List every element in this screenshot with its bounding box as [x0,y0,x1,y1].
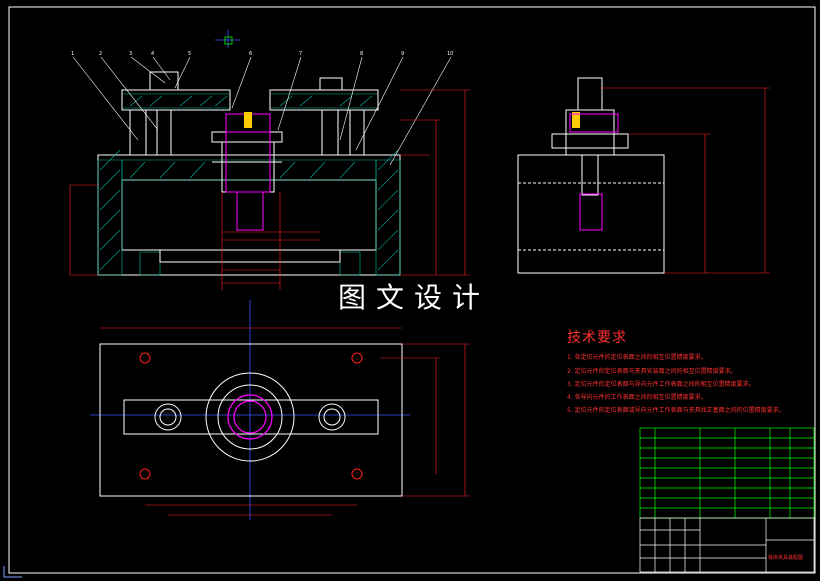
leader-lines [72,56,452,166]
center-lines [90,30,410,520]
balloon-4: 4 [151,51,154,57]
balloon-10: 10 [447,51,453,57]
balloon-7: 7 [299,51,302,57]
tech-note-3: 3. 定位元件的定位表面与导向元件工作表面之间的相互位置精度要求。 [567,381,755,388]
drawing-title-name: 铣床夹具装配图 [768,555,804,561]
balloon-9: 9 [401,51,404,57]
top-view [99,343,403,497]
tech-note-1: 1. 各定位元件的定位表面之间的相互位置精度要求。 [567,354,707,361]
tech-note-4: 4. 各导向元件的工作表面之间的相互位置精度要求。 [567,394,707,401]
drawing-border [8,6,816,574]
side-view [517,77,665,274]
balloon-2: 2 [99,51,102,57]
balloon-1: 1 [71,51,74,57]
side-view-magenta [569,113,619,231]
tech-note-5: 5. 定位元件的定位表面或导向元件工作表面与夹具找正基面之间的位置精度要求。 [567,407,785,414]
side-dimensions [600,87,770,274]
balloon-6: 6 [249,51,252,57]
balloon-labels: 1 2 3 4 5 6 7 8 9 10 [71,51,453,57]
top-view-magenta [227,394,273,440]
front-section-view [97,71,401,276]
front-view-magenta [225,113,271,231]
balloon-8: 8 [360,51,363,57]
balloon-5: 5 [188,51,191,57]
title-block [639,517,815,573]
threaded-hole-mark [244,112,252,128]
center-mark-box [224,36,233,45]
balloon-3: 3 [129,51,132,57]
tech-requirements-title: 技术要求 [567,330,627,346]
tech-note-2: 2. 定位元件的定位表面与夹具安装面之间的相互位置精度要求。 [567,368,737,375]
top-dimensions [100,327,470,516]
threaded-hole-mark-side [572,112,580,128]
front-dimensions [69,89,470,290]
ucs-icon [3,566,22,578]
watermark-text: 图文设计 [338,281,491,314]
parts-list-table [639,427,815,519]
